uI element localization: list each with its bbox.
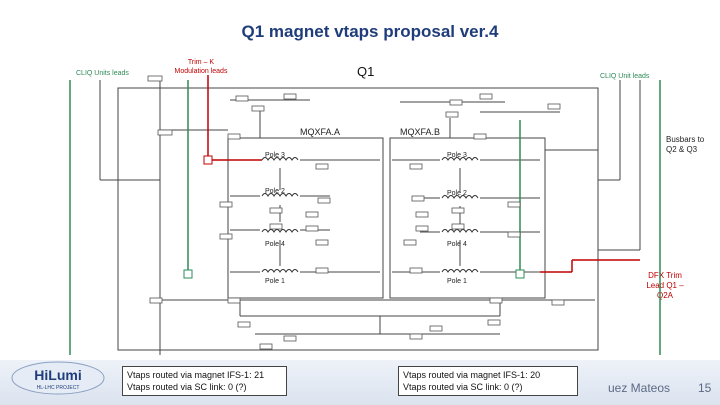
coil-box-a <box>227 137 384 299</box>
pole-label: Pole 3 <box>447 152 467 159</box>
magnet-label: Q1 <box>357 64 375 79</box>
cliq-left-label: CLIQ Units leads <box>76 70 129 77</box>
note-left: Vtaps routed via magnet IFS-1: 21 Vtaps … <box>122 366 287 396</box>
logo-text: HiLumi <box>34 367 81 383</box>
logo-subtext: HL-LHC PROJECT <box>37 385 80 391</box>
page-title: Q1 magnet vtaps proposal ver.4 <box>241 22 499 41</box>
note-left-line2: Vtaps routed via SC link: 0 (?) <box>127 382 247 392</box>
note-left-line1: Vtaps routed via magnet IFS-1: 21 <box>127 370 265 380</box>
pole-label: Pole 3 <box>265 152 285 159</box>
pole-label: Pole 1 <box>265 278 285 285</box>
mqxfa-a-label: MQXFA.A <box>300 127 341 137</box>
magnet-outline <box>117 87 599 351</box>
hilumi-logo: HiLumi HL-LHC PROJECT <box>11 361 105 395</box>
note-right: Vtaps routed via magnet IFS-1: 20 Vtaps … <box>398 366 578 396</box>
page-number: 15 <box>698 381 712 395</box>
pole-label: Pole 1 <box>447 278 467 285</box>
dfx-trim-label: DFX Trim Lead Q1 – Q2A <box>646 271 684 300</box>
footer-bar <box>0 360 720 405</box>
pole-label: Pole 2 <box>265 188 285 195</box>
note-right-line2: Vtaps routed via SC link: 0 (?) <box>403 382 523 392</box>
pole-label: Pole 2 <box>447 190 467 197</box>
author-name: uez Mateos <box>608 381 671 395</box>
coil-box-b <box>389 137 546 299</box>
note-right-line1: Vtaps routed via magnet IFS-1: 20 <box>403 370 541 380</box>
pole-label: Pole 4 <box>265 241 285 248</box>
mqxfa-b-label: MQXFA.B <box>400 127 441 137</box>
busbars-label: Busbars to Q2 & Q3 <box>666 135 705 154</box>
pole-label: Pole 4 <box>447 241 467 248</box>
trim-label: Trim – K Modulation leads <box>174 59 228 75</box>
cliq-right-label: CLIQ Unit leads <box>600 73 650 80</box>
